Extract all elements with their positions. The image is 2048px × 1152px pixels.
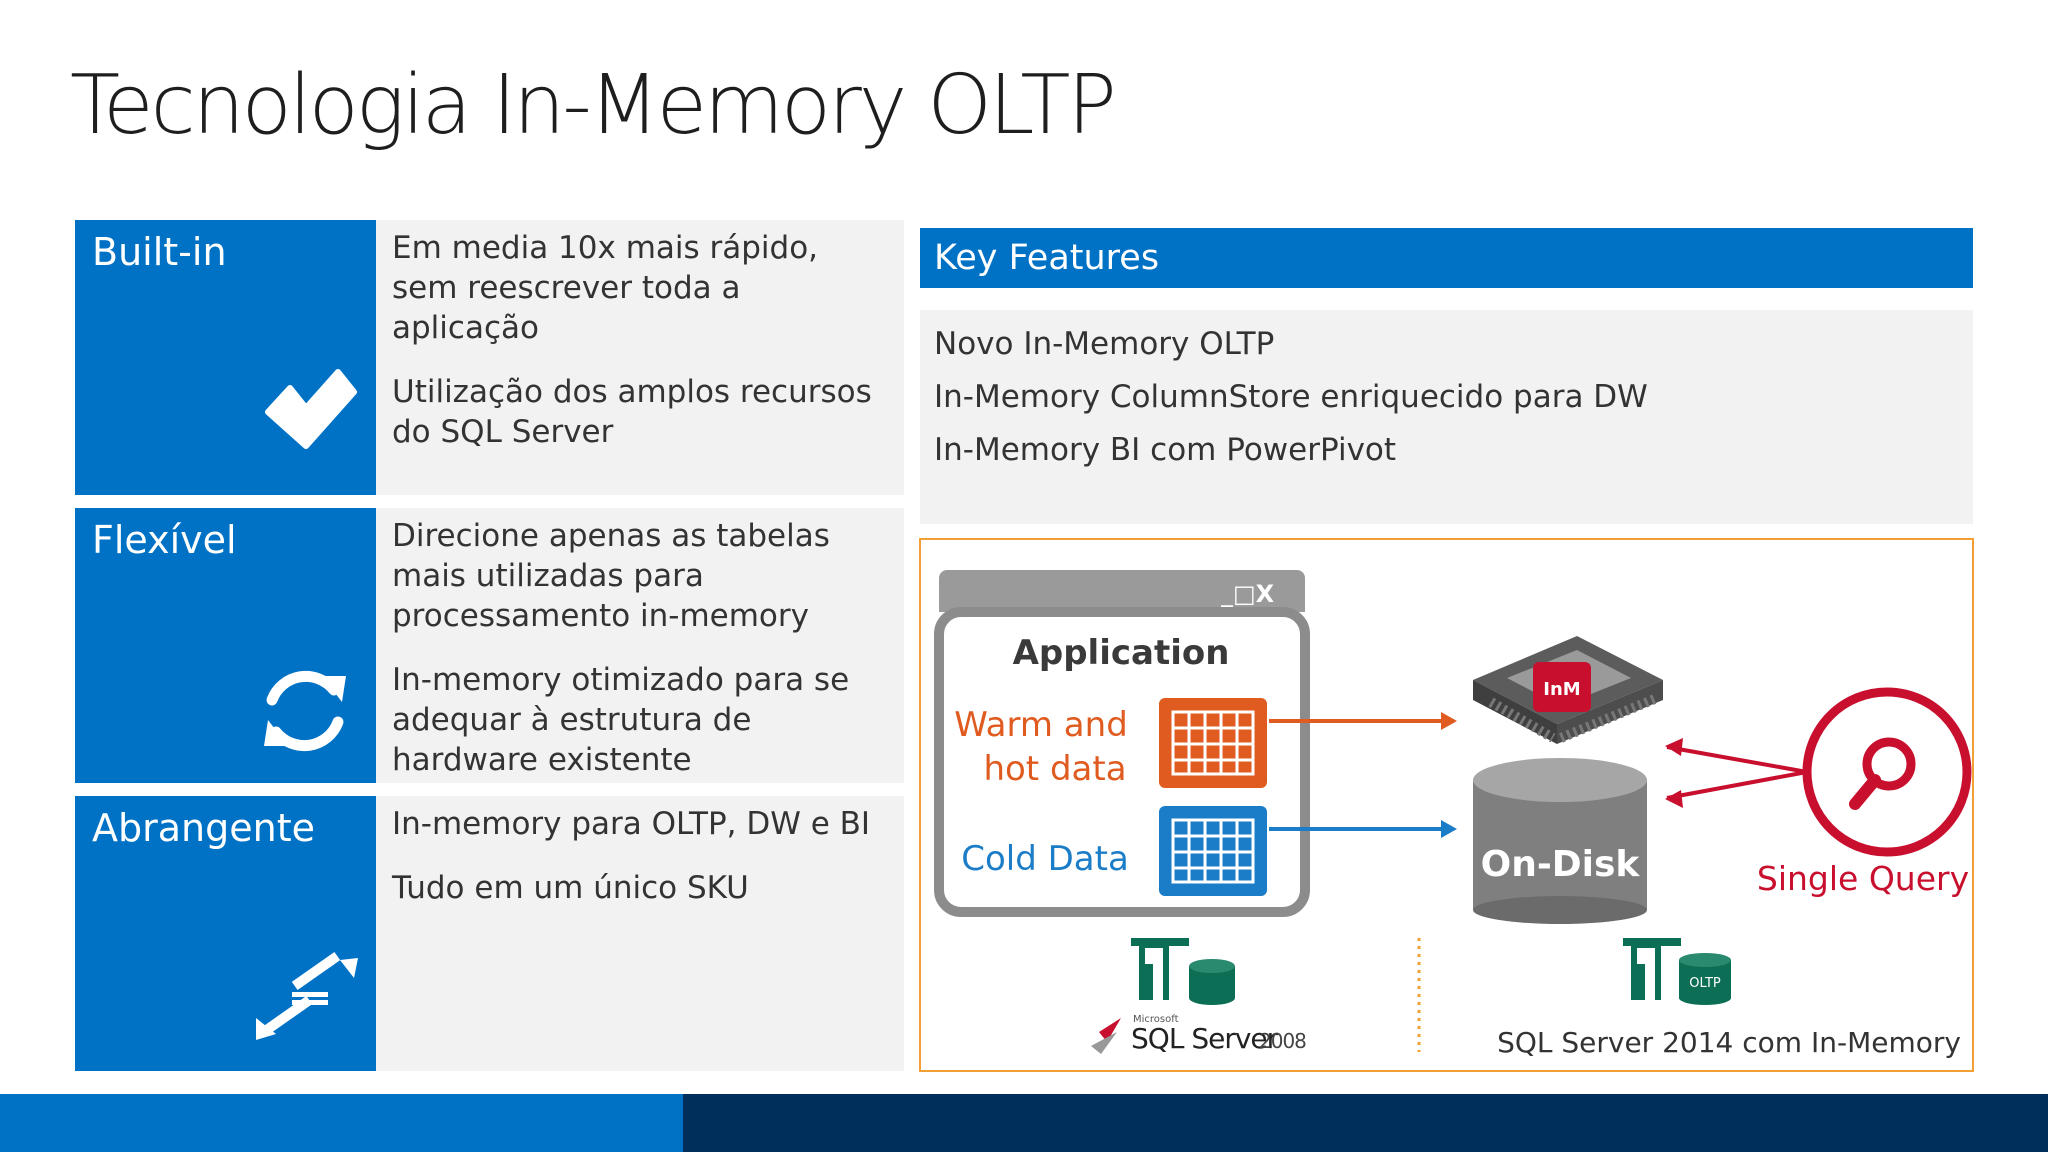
warm-data-table-icon [1159, 698, 1267, 788]
on-disk-storage-icon: On-Disk [1473, 758, 1647, 924]
window-controls-icon: _□X [1221, 580, 1275, 608]
cold-data-arrow [1269, 820, 1457, 838]
sql-server-2008-icon [1131, 938, 1235, 1005]
sql-server-2014-icon: OLTP [1623, 938, 1731, 1005]
feature-row-abrangente: Abrangente In-memory para OLTP, DW e BI … [75, 796, 904, 1071]
query-arrows [1665, 738, 1808, 808]
description-text: In-memory otimizado para se adequar à es… [392, 662, 850, 778]
sql-server-2014-caption: SQL Server 2014 com In-Memory [1497, 1026, 1961, 1059]
diagram-canvas: _□X Application Warm and hot data Cold D… [934, 570, 1972, 1059]
tile-label: Built-in [92, 230, 227, 274]
description-text: Direcione apenas as tabelas mais utiliza… [392, 518, 830, 634]
warm-data-arrow [1269, 712, 1457, 730]
tile-label: Flexível [92, 518, 237, 562]
sql-server-2008-version: 2008 [1259, 1029, 1306, 1053]
arrows-expand-icon [256, 951, 358, 1040]
microsoft-label: Microsoft [1133, 1014, 1179, 1025]
key-feature-item: In-Memory ColumnStore enriquecido para D… [934, 379, 1648, 415]
chip-label: InM [1543, 679, 1580, 700]
refresh-arrowhead-icon [264, 720, 288, 746]
description-panel: Em media 10x mais rápido, sem reescrever… [376, 220, 904, 495]
description-panel: In-memory para OLTP, DW e BI Tudo em um … [376, 796, 904, 1071]
sql-server-2008-name: SQL Server [1131, 1022, 1279, 1055]
checkmark-icon [265, 369, 357, 449]
description-text: Em media 10x mais rápido, sem reescrever… [392, 230, 819, 346]
application-window: _□X Application Warm and hot data Cold D… [934, 570, 1310, 917]
refresh-icon [266, 670, 344, 752]
description-text: In-memory para OLTP, DW e BI [392, 806, 871, 842]
memory-chip-icon: InM [1473, 636, 1663, 744]
cold-data-table-icon [1159, 806, 1267, 896]
oltp-badge: OLTP [1689, 976, 1721, 991]
feature-row-flexivel: Flexível Direcione apenas as tabelas mai… [75, 508, 904, 783]
key-features-list: Novo In-Memory OLTP In-Memory ColumnStor… [920, 310, 1973, 524]
cold-data-label: Cold Data [961, 839, 1129, 879]
description-panel: Direcione apenas as tabelas mais utiliza… [376, 508, 904, 783]
tile-label: Abrangente [92, 806, 315, 850]
tile-abrangente: Abrangente [75, 796, 376, 1071]
hot-data-label: hot data [983, 749, 1126, 789]
application-label: Application [1013, 633, 1230, 673]
sql-server-2008-logo: Microsoft SQL Server 2008 [1091, 1014, 1307, 1055]
architecture-diagram: _□X Application Warm and hot data Cold D… [919, 538, 1974, 1072]
footer-bar-right [683, 1094, 2048, 1152]
description-text: Tudo em um único SKU [392, 870, 749, 906]
description-text: Utilização dos amplos recursos do SQL Se… [392, 374, 872, 450]
footer-bar-left [0, 1094, 683, 1152]
single-query-label: Single Query [1757, 859, 1969, 898]
refresh-arrowhead-icon [322, 676, 346, 702]
key-feature-item: In-Memory BI com PowerPivot [934, 432, 1397, 468]
tile-flexivel: Flexível [75, 508, 376, 783]
slide-title: Tecnologia In-Memory OLTP [70, 58, 1117, 153]
single-query-icon [1802, 687, 1972, 857]
tile-built-in: Built-in [75, 220, 376, 495]
key-feature-item: Novo In-Memory OLTP [934, 326, 1275, 362]
warm-data-label: Warm and [954, 705, 1128, 745]
key-features-header: Key Features [920, 228, 1973, 288]
on-disk-label: On-Disk [1481, 844, 1641, 885]
feature-row-built-in: Built-in Em media 10x mais rápido, sem r… [75, 220, 904, 495]
